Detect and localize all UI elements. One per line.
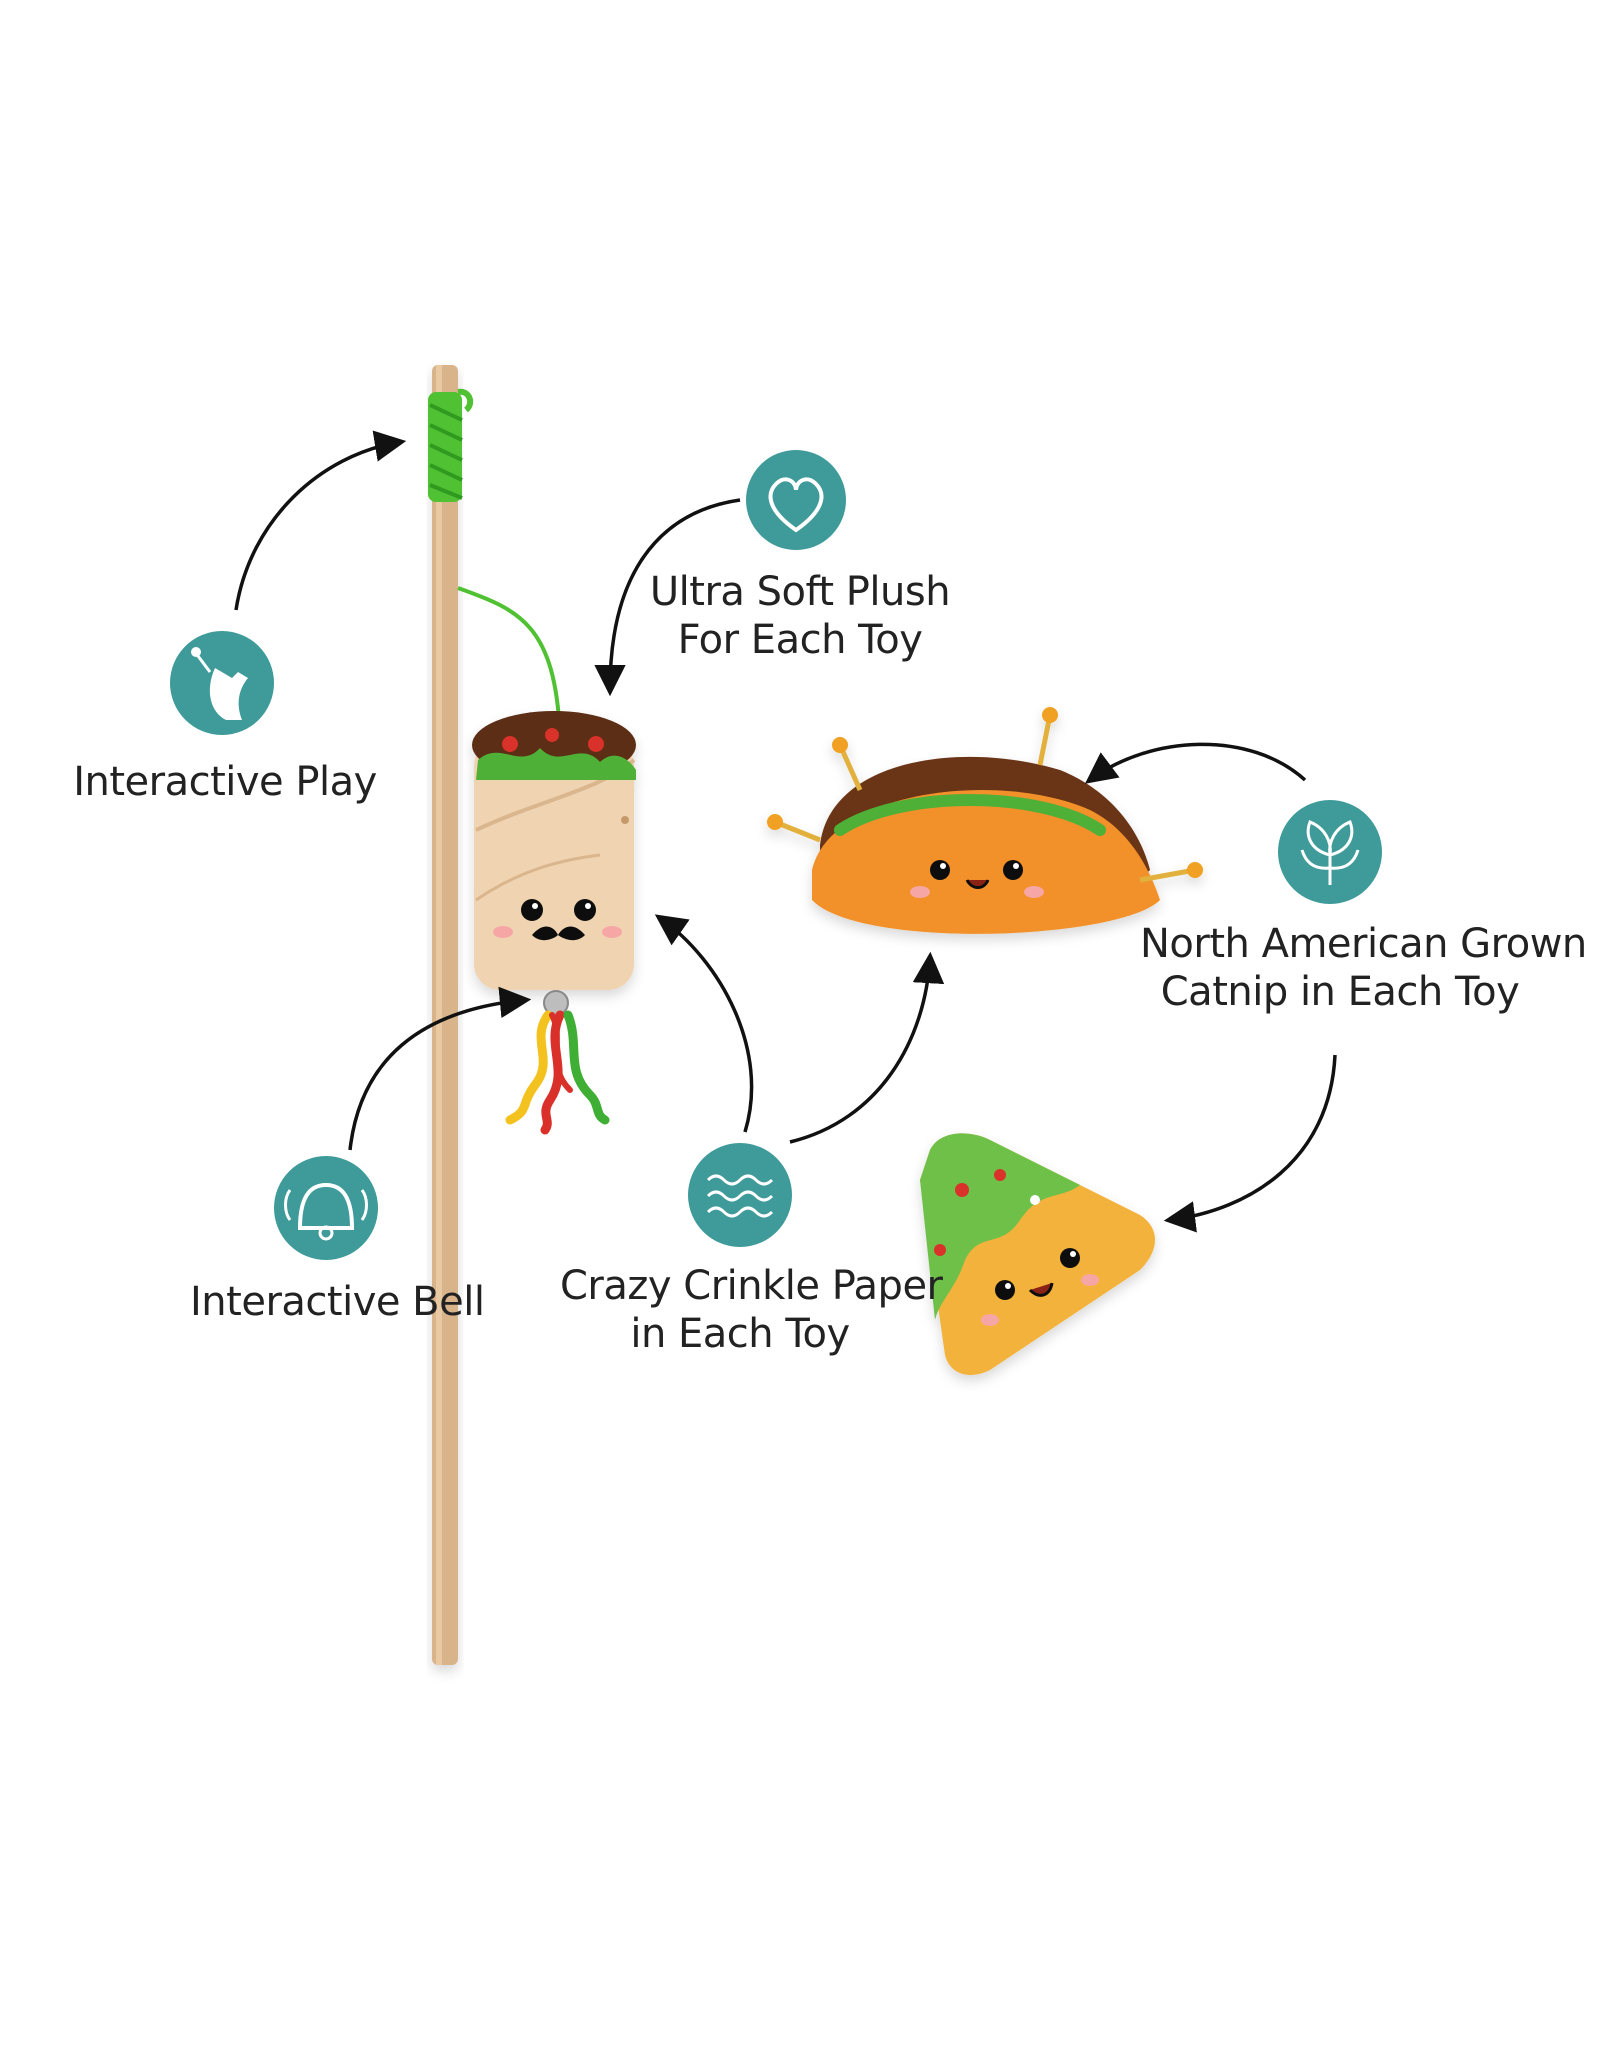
feature-label: North American Grown <box>1140 921 1587 967</box>
bell-ribbons <box>505 990 610 1135</box>
feature-interactive-play: Interactive Play <box>70 758 380 806</box>
feature-crinkle-paper: Crazy Crinkle Paper in Each Toy <box>560 1262 943 1358</box>
feature-label: Interactive Bell <box>190 1279 485 1325</box>
heart-icon <box>746 450 846 550</box>
feature-catnip: North American Grown Catnip in Each Toy <box>1140 920 1587 1016</box>
waves-icon <box>688 1143 792 1247</box>
feature-label: Catnip in Each Toy <box>1160 969 1520 1015</box>
taco-toy <box>767 707 1203 934</box>
feature-ultra-soft-plush: Ultra Soft Plush For Each Toy <box>640 568 960 664</box>
feature-interactive-bell: Interactive Bell <box>190 1278 485 1326</box>
feature-label: Ultra Soft Plush <box>649 569 951 615</box>
feature-label: in Each Toy <box>630 1311 850 1357</box>
bell-icon <box>274 1156 378 1260</box>
nacho-toy <box>920 1133 1155 1375</box>
cat-toy-icon <box>170 631 274 735</box>
leaf-sprout-icon <box>1278 800 1382 904</box>
feature-label: Interactive Play <box>73 759 377 805</box>
feature-label: For Each Toy <box>677 617 923 663</box>
wand-string <box>457 586 562 736</box>
callout-arrows <box>234 430 1337 1233</box>
burrito-toy <box>472 711 636 990</box>
wand-stick <box>428 365 474 1665</box>
feature-label: Crazy Crinkle Paper <box>560 1263 943 1309</box>
